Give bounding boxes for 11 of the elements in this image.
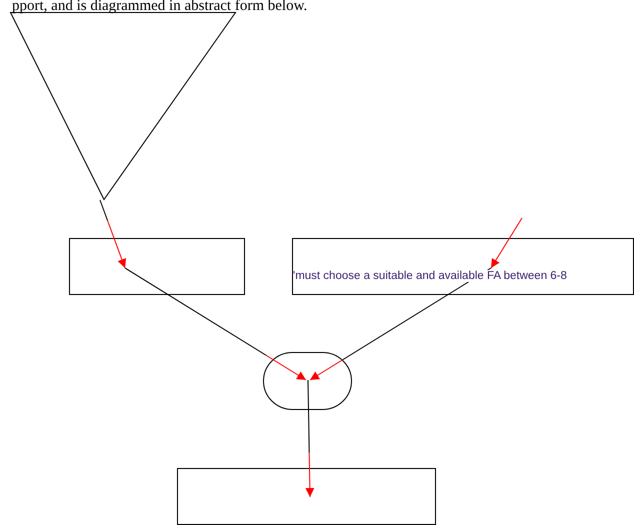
- process-box: [69, 238, 245, 295]
- text-box: [292, 238, 634, 295]
- rounded-node: [263, 352, 352, 410]
- funnel-triangle: [10, 12, 236, 200]
- process-box: [177, 468, 436, 525]
- arrow: [100, 200, 126, 268]
- arrow: [310, 268, 492, 380]
- arrow: [490, 218, 522, 268]
- box-text: 'must choose a suitable and available FA between 6-8: [293, 270, 567, 282]
- arrow: [305, 380, 314, 498]
- arrow: [124, 268, 306, 380]
